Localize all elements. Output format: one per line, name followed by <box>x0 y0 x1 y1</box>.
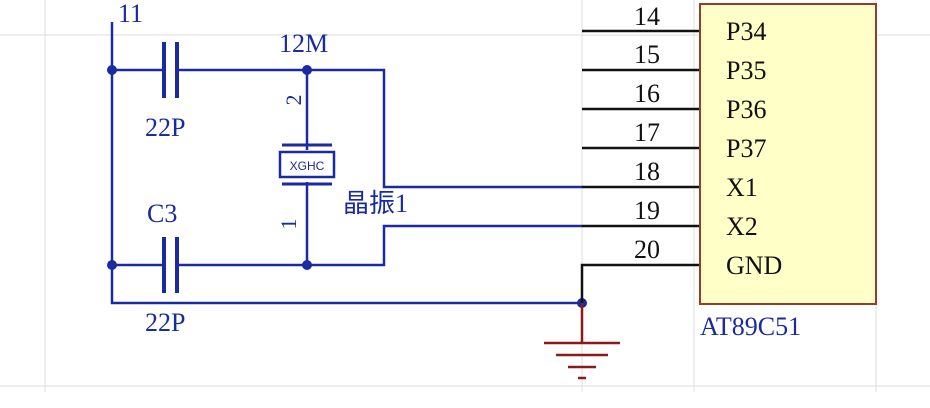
pin-number-15: 15 <box>634 40 660 69</box>
pin-wires <box>580 29 700 303</box>
pin-names: P34 P35 P36 P37 X1 X2 GND <box>726 17 782 280</box>
pin-name-p34: P34 <box>726 17 766 46</box>
pin-name-gnd: GND <box>726 251 782 280</box>
capacitor-top <box>162 42 179 98</box>
pin-name-x1: X1 <box>726 173 758 202</box>
crystal-pin1-label: 1 <box>276 219 301 230</box>
blue-wires <box>110 22 582 305</box>
c3-name-label: C3 <box>147 199 177 228</box>
left-ground-wire <box>110 22 580 305</box>
pin-number-18: 18 <box>634 157 660 186</box>
crystal-name-label: 晶振1 <box>343 189 408 218</box>
junction-dot <box>302 260 312 270</box>
pin-number-20: 20 <box>634 235 660 264</box>
crystal-pin2-label: 2 <box>281 95 306 106</box>
crystal-symbol: XGHC <box>278 143 336 186</box>
crystal-body <box>278 150 336 179</box>
c3-value-label: 22P <box>145 308 185 337</box>
capacitor-c3 <box>162 237 179 293</box>
chip-name-label: AT89C51 <box>700 312 801 341</box>
junction-dot <box>107 260 117 270</box>
pin-name-x2: X2 <box>726 212 758 241</box>
pin-number-17: 17 <box>634 118 660 147</box>
pin-numbers: 14 15 16 17 18 19 20 <box>634 2 660 264</box>
crystal-value-label: 12M <box>279 29 328 58</box>
x1-net-wire <box>307 68 582 189</box>
pin-name-p37: P37 <box>726 134 766 163</box>
x2-net-wire <box>307 224 582 267</box>
crystal-badge-label: XGHC <box>290 159 325 173</box>
top-cut-label: 11 <box>118 0 143 28</box>
c-top-value-label: 22P <box>145 113 185 142</box>
junction-dot <box>107 65 117 75</box>
junction-dot <box>302 65 312 75</box>
pin-number-14: 14 <box>634 2 660 31</box>
pin-wire-20 <box>580 263 700 303</box>
pin-number-16: 16 <box>634 79 660 108</box>
pin-name-p35: P35 <box>726 56 766 85</box>
chip-body <box>699 3 877 305</box>
pin-number-19: 19 <box>634 196 660 225</box>
junctions <box>107 65 587 308</box>
pin-name-p36: P36 <box>726 95 766 124</box>
ground-symbol <box>544 303 620 380</box>
